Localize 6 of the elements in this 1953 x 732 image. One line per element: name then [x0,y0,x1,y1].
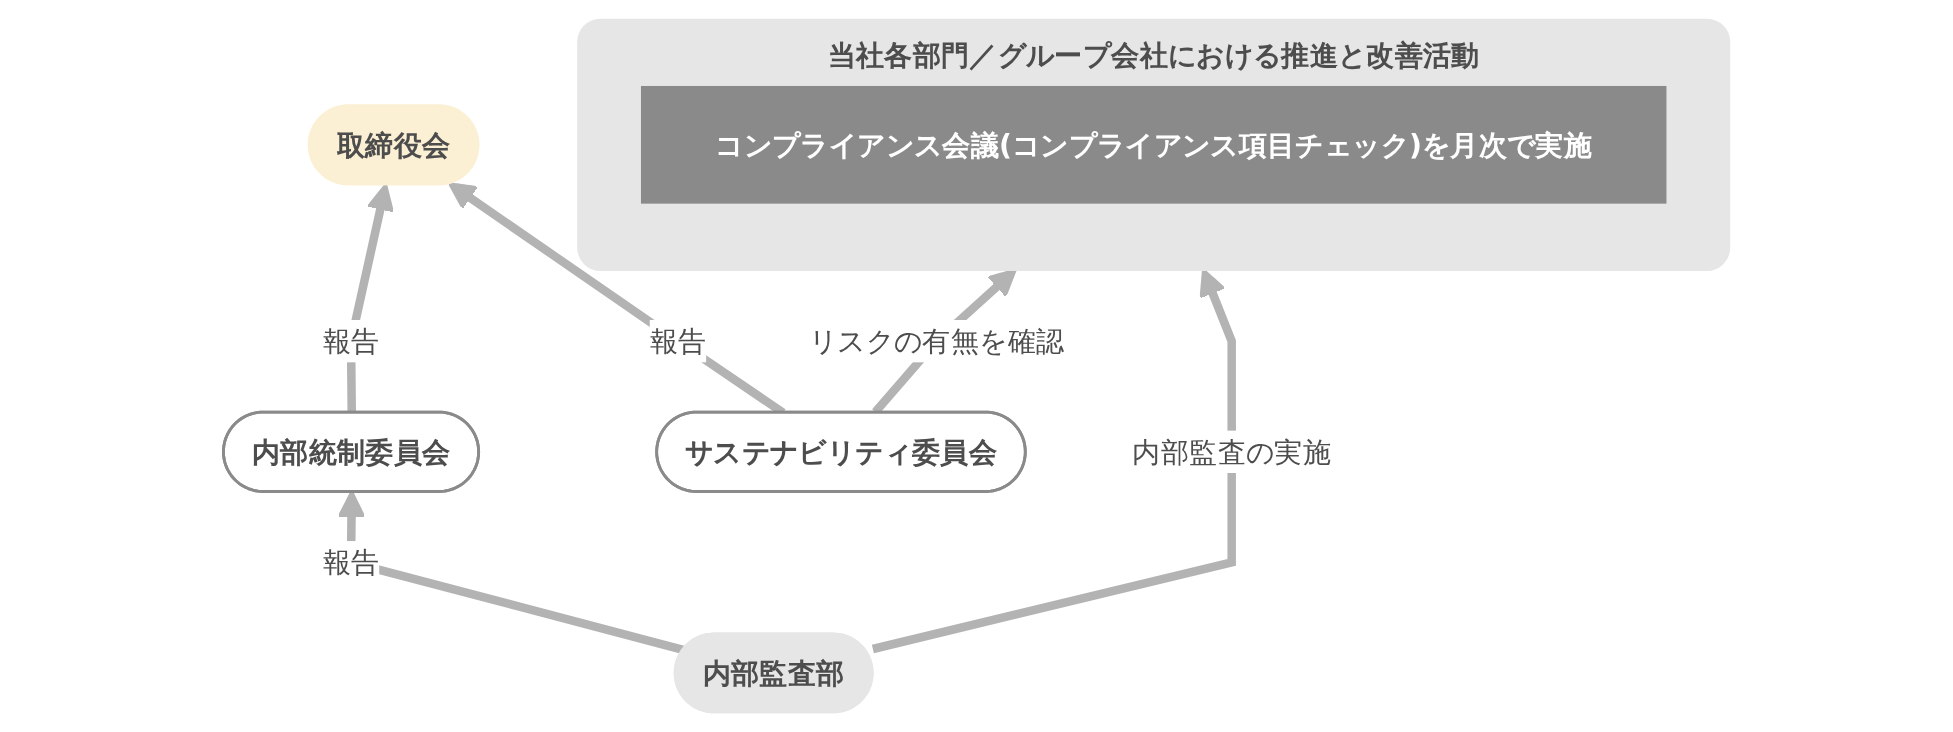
edge-label: 内部監査の実施 [1132,434,1331,469]
edge-label: 報告 [322,545,380,580]
edge-label: 報告 [649,324,707,359]
edge-label: 報告 [322,324,380,359]
edge-label: リスクの有無を確認 [809,324,1065,359]
node-box: コンプライアンス会議(コンプライアンス項目チェック)を月次で実施 [640,86,1667,204]
